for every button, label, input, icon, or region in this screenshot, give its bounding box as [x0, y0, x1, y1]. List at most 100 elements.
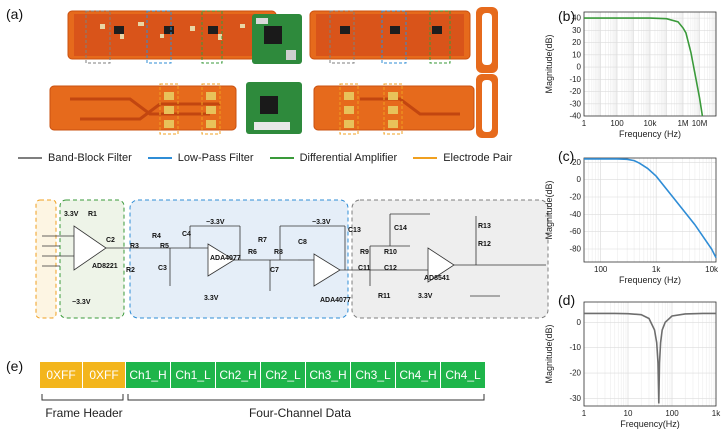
legend-swatch: [147, 157, 172, 159]
low-pass-region: [129, 199, 349, 319]
label-v33-c: 3.3V: [418, 293, 433, 300]
label-r7: R7: [258, 237, 267, 244]
frame-cell-ch4-h: Ch4_H: [396, 362, 440, 388]
y-axis-label: Magnitude(dB): [544, 34, 554, 93]
frame-cell-ch1-h: Ch1_H: [126, 362, 170, 388]
legend-label: Band-Block Filter: [48, 152, 132, 164]
x-tick-label: 10M: [692, 119, 708, 128]
legend-label: Differential Amplifier: [299, 152, 398, 164]
y-tick-label: 0: [577, 318, 582, 327]
panel-label-d: (d): [558, 292, 576, 308]
label-c11: C11: [358, 265, 371, 272]
y-tick-label: 0: [577, 175, 582, 184]
frame-cell-header-2: 0XFF: [83, 362, 125, 388]
label-r3: R3: [130, 243, 139, 250]
x-axis-label: Frequency (Hz): [619, 129, 681, 139]
legend: Band-Block Filter Low-Pass Filter Differ…: [18, 152, 512, 164]
y-tick-label: -10: [569, 343, 581, 352]
legend-item-electrode: Electrode Pair: [413, 152, 512, 164]
label-r2: R2: [126, 267, 135, 274]
frame-header-label: Frame Header: [45, 406, 123, 420]
x-tick-label: 100: [665, 409, 679, 418]
frame-cell-header-1: 0XFF: [40, 362, 82, 388]
x-tick-label: 100: [610, 119, 624, 128]
label-c4: C4: [182, 231, 191, 238]
y-tick-label: 10: [572, 50, 581, 59]
x-tick-label: 1k: [652, 265, 661, 274]
frame-cell-ch4-l: Ch4_L: [441, 362, 485, 388]
panel-label-c: (c): [558, 148, 575, 164]
y-tick-label: -60: [569, 227, 581, 236]
legend-item-band-block: Band-Block Filter: [18, 152, 132, 164]
legend-swatch: [413, 157, 438, 159]
label-vneg-c: −3.3V: [312, 219, 331, 226]
x-axis-label: Frequency (Hz): [619, 275, 681, 285]
label-r8: R8: [274, 249, 283, 256]
flex-pcb-top-right: [309, 7, 498, 73]
label-r10: R10: [384, 249, 397, 256]
series-line: [584, 17, 704, 117]
frame-braces: [41, 394, 485, 401]
y-tick-label: -40: [569, 210, 581, 219]
label-c14: C14: [394, 225, 407, 232]
label-v33: 3.3V: [64, 211, 79, 218]
label-c2: C2: [106, 237, 115, 244]
label-r11: R11: [378, 293, 391, 300]
label-c7: C7: [270, 267, 279, 274]
label-r9: R9: [360, 249, 369, 256]
legend-label: Low-Pass Filter: [177, 152, 254, 164]
y-tick-label: 30: [572, 26, 581, 35]
circuit-schematic: 3.3V R1 C2 AD8221 R2 −3.3V R3 R4 R5 C3 C…: [35, 199, 549, 319]
y-tick-label: -80: [569, 245, 581, 254]
y-axis-label: Magnitude(dB): [544, 324, 554, 383]
band-block-region: [351, 199, 549, 319]
four-channel-data-label: Four-Channel Data: [248, 406, 352, 420]
x-tick-label: 1k: [712, 409, 721, 418]
label-r13: R13: [478, 223, 491, 230]
label-v33-b: 3.3V: [204, 295, 219, 302]
x-axis-label: Frequency(Hz): [620, 419, 680, 429]
y-tick-label: -30: [569, 99, 581, 108]
x-tick-label: 1: [582, 119, 587, 128]
x-tick-label: 10k: [705, 265, 719, 274]
x-tick-label: 10k: [644, 119, 658, 128]
label-r1: R1: [88, 211, 97, 218]
y-tick-label: 20: [572, 38, 581, 47]
y-tick-label: 20: [572, 158, 581, 167]
label-vneg-b: −3.3V: [206, 219, 225, 226]
legend-label: Electrode Pair: [443, 152, 513, 164]
label-r6: R6: [248, 249, 257, 256]
legend-item-low-pass: Low-Pass Filter: [147, 152, 254, 164]
label-vneg-a: −3.3V: [72, 299, 91, 306]
series-line: [584, 312, 716, 404]
rigid-pcb-top: [252, 14, 302, 64]
panel-label-a: (a): [6, 6, 24, 22]
plot-frame: [583, 11, 717, 117]
flex-pcb-top-left: [67, 10, 277, 64]
electrode-region: [35, 199, 57, 319]
label-r5: R5: [160, 243, 169, 250]
flex-pcb-bottom-left: [49, 83, 237, 135]
legend-swatch: [18, 157, 42, 159]
legend-item-diff-amp: Differential Amplifier: [269, 152, 398, 164]
y-tick-label: -20: [569, 193, 581, 202]
pcb-photos: [49, 7, 498, 138]
y-tick-label: -30: [569, 394, 581, 403]
frame-cell-ch2-h: Ch2_H: [216, 362, 260, 388]
y-tick-label: -40: [569, 112, 581, 121]
frame-cell-ch3-l: Ch3_L: [351, 362, 395, 388]
label-c12: C12: [384, 265, 397, 272]
series-line: [584, 158, 717, 259]
y-tick-label: 40: [572, 14, 581, 23]
rigid-pcb-bottom: [246, 82, 302, 134]
label-c13: C13: [348, 227, 361, 234]
label-ada4077-b: ADA4077: [320, 297, 351, 304]
label-ada4077-a: ADA4077: [210, 255, 241, 262]
label-c8: C8: [298, 239, 307, 246]
y-tick-label: -20: [569, 87, 581, 96]
label-ad8221: AD8221: [92, 263, 118, 270]
x-tick-label: 100: [594, 265, 608, 274]
